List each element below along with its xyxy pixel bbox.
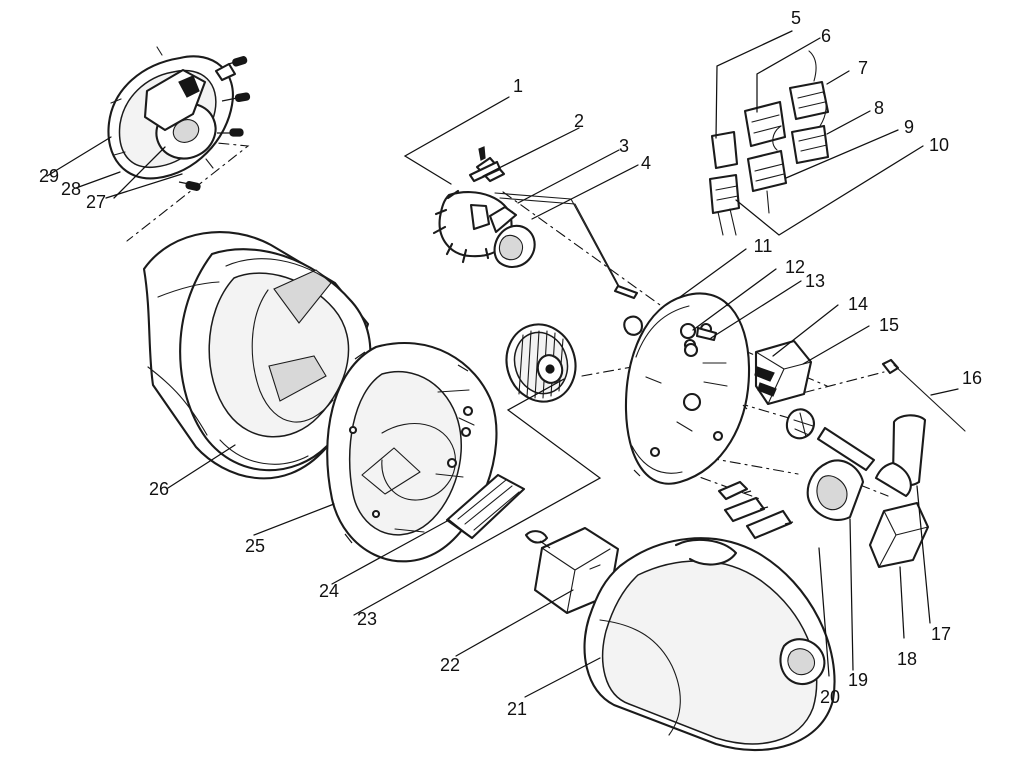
callout-8: 8 <box>874 98 884 118</box>
callout-5: 5 <box>791 8 801 28</box>
callout-6: 6 <box>821 26 831 46</box>
callout-28: 28 <box>61 179 81 199</box>
callout-14: 14 <box>848 294 868 314</box>
mounting-plate <box>326 342 498 563</box>
small-plate <box>445 473 526 540</box>
callout-24: 24 <box>319 581 339 601</box>
callout-7: 7 <box>858 58 868 78</box>
callout-12: 12 <box>785 257 805 277</box>
callout-9: 9 <box>904 117 914 137</box>
callout-17: 17 <box>931 624 951 644</box>
connector-group <box>708 50 830 236</box>
callout-26: 26 <box>149 479 169 499</box>
callout-23: 23 <box>357 609 377 629</box>
callout-3: 3 <box>619 136 629 156</box>
callout-16: 16 <box>962 368 982 388</box>
callout-11: 11 <box>754 236 773 256</box>
leader-lines <box>46 30 959 698</box>
callout-2: 2 <box>574 111 584 131</box>
callout-27: 27 <box>86 192 106 212</box>
callout-15: 15 <box>879 315 899 335</box>
callout-10: 10 <box>929 135 949 155</box>
callout-21: 21 <box>507 699 527 719</box>
burner-cover <box>583 537 836 752</box>
callout-20: 20 <box>820 687 840 707</box>
callout-18: 18 <box>897 649 917 669</box>
internal-components <box>432 146 966 569</box>
callout-19: 19 <box>848 670 868 690</box>
burner-housing <box>142 231 372 480</box>
callout-22: 22 <box>440 655 460 675</box>
callout-4: 4 <box>641 153 651 173</box>
callout-1: 1 <box>513 76 523 96</box>
callout-25: 25 <box>245 536 265 556</box>
fan-wheel <box>505 323 577 403</box>
callout-13: 13 <box>805 271 825 291</box>
mounting-flange-assembly <box>107 46 251 191</box>
callout-labels: 1 2 3 4 5 6 7 8 9 10 11 12 13 14 15 16 1… <box>39 8 982 719</box>
callout-29: 29 <box>39 166 59 186</box>
front-plate <box>624 292 751 485</box>
